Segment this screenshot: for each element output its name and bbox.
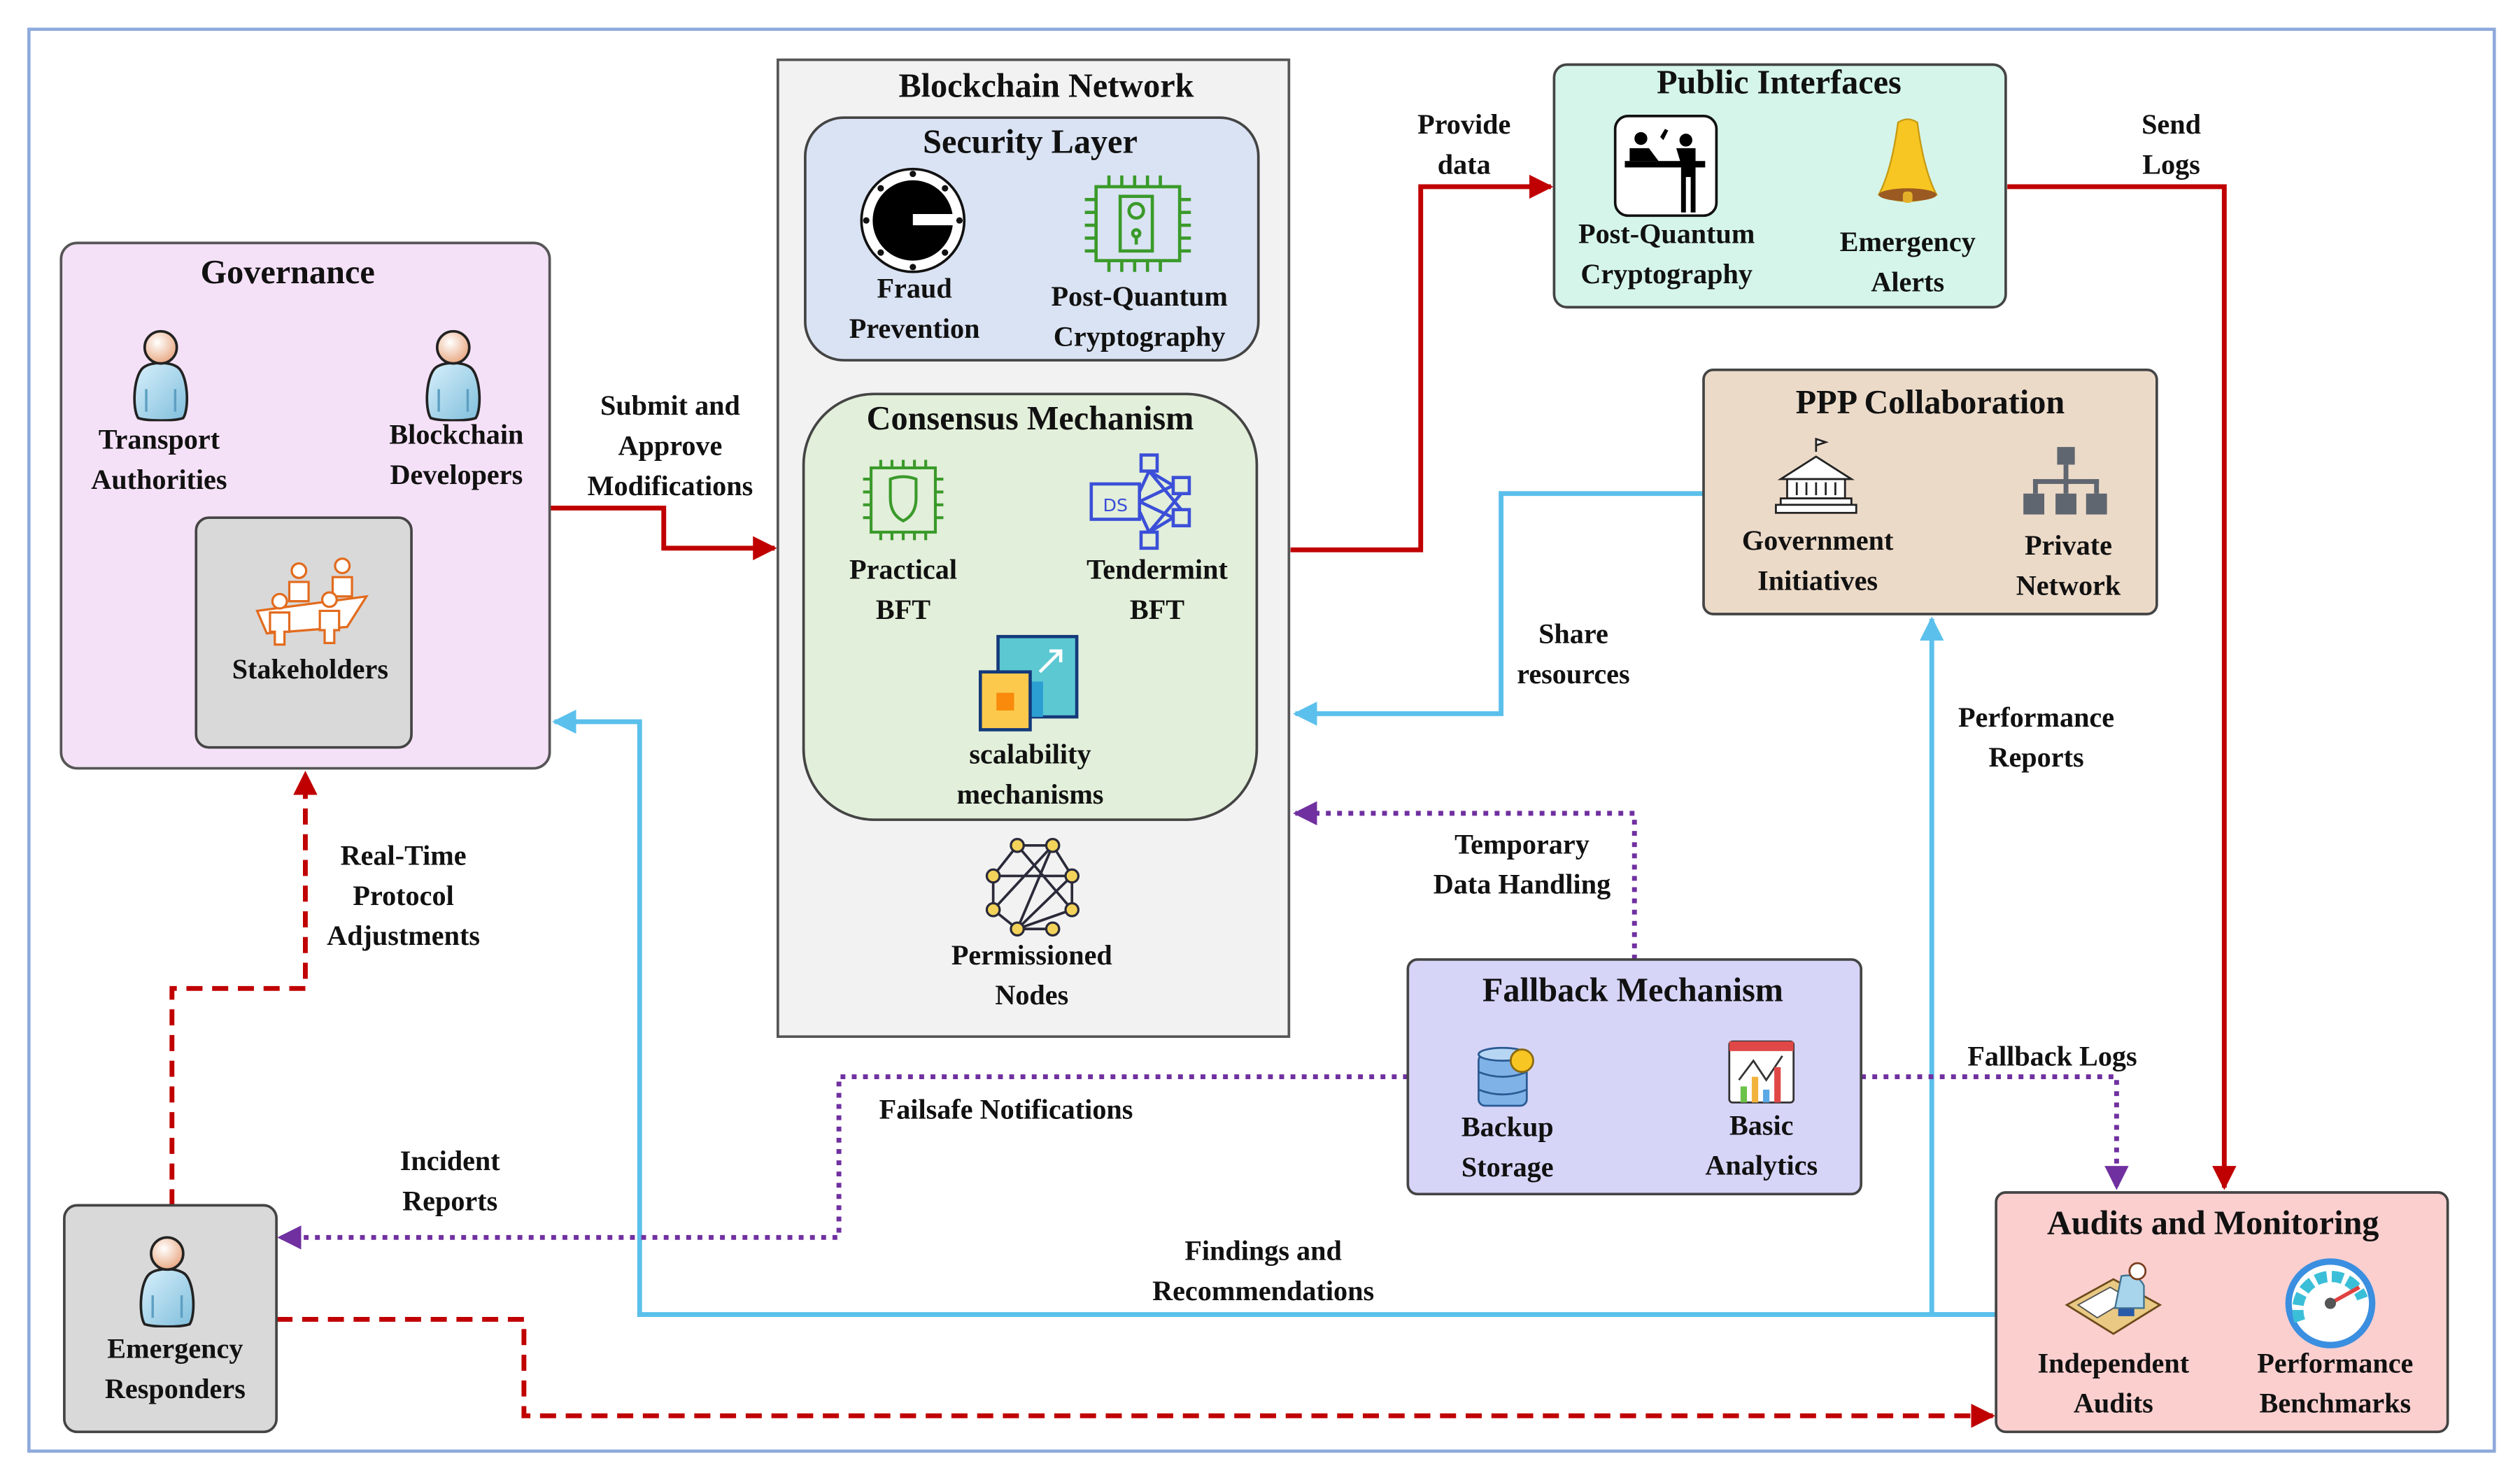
- edge-label-fallback-logs: Fallback Logs: [1967, 1041, 2137, 1072]
- meeting-group-icon: [255, 557, 369, 646]
- ppp-collaboration-panel: [1702, 369, 2158, 615]
- safe-dial-icon: [860, 167, 966, 273]
- edge-submit-approve: [549, 505, 777, 561]
- stakeholders-panel: [194, 516, 413, 749]
- bell-icon: [1877, 118, 1938, 203]
- auditor-desk-icon: [2065, 1262, 2162, 1335]
- ds-network-icon: DS: [1089, 453, 1191, 550]
- edge-label-failsafe: Failsafe Notifications: [879, 1093, 1133, 1125]
- scale-up-icon: [978, 634, 1079, 732]
- ppp-collaboration-title: PPP Collaboration: [1796, 384, 2065, 421]
- edge-line: [2007, 184, 2237, 1190]
- edge-line: [1293, 491, 1704, 726]
- chip-shield-icon: [863, 459, 944, 541]
- stakeholders-box[interactable]: Stakeholders: [194, 516, 413, 749]
- edge-provide-data: [1290, 174, 1554, 553]
- edge-line: [549, 505, 777, 561]
- edge-line: [277, 1074, 1408, 1250]
- edge-temporary-data: [1293, 801, 1637, 960]
- node-mesh-icon: [985, 838, 1080, 937]
- edge-line: [552, 709, 1997, 1318]
- edge-real-time: [169, 770, 318, 1206]
- blockchain-network-title: Blockchain Network: [898, 67, 1194, 104]
- chip-lock-icon: [1084, 175, 1191, 272]
- edge-line: [1290, 174, 1554, 553]
- org-chart-icon: [2023, 447, 2107, 515]
- security-layer-title: Security Layer: [923, 124, 1138, 161]
- edge-findings: [552, 709, 1997, 1318]
- stakeholders-label: Stakeholders: [232, 653, 388, 685]
- edge-fallback-logs: [1861, 1074, 2129, 1190]
- public-interfaces-title: Public Interfaces: [1657, 64, 1902, 101]
- edge-line: [1861, 1074, 2129, 1190]
- edge-line: [169, 770, 318, 1206]
- edge-line: [276, 1317, 1995, 1428]
- svg-text:DS: DS: [1103, 495, 1128, 515]
- governance-title: Governance: [201, 254, 375, 291]
- edge-failsafe: [277, 1074, 1408, 1250]
- reception-desk-icon: [1613, 115, 1718, 218]
- edge-responders-audits: [276, 1317, 1995, 1428]
- speedometer-icon: [2285, 1258, 2376, 1348]
- consensus-mechanism-title: Consensus Mechanism: [867, 400, 1194, 437]
- edge-share-resources: [1293, 491, 1704, 726]
- analytics-dashboard-icon: [1728, 1040, 1795, 1104]
- fallback-mechanism-panel: [1406, 958, 1862, 1196]
- audits-monitoring-panel: [1995, 1191, 2449, 1434]
- edge-line: [1293, 801, 1637, 960]
- database-backup-icon: [1478, 1046, 1534, 1107]
- edge-send-logs: [2007, 184, 2237, 1190]
- government-building-icon: [1775, 437, 1857, 514]
- audits-monitoring-title: Audits and Monitoring: [2047, 1205, 2379, 1242]
- fallback-mechanism-title: Fallback Mechanism: [1482, 972, 1783, 1009]
